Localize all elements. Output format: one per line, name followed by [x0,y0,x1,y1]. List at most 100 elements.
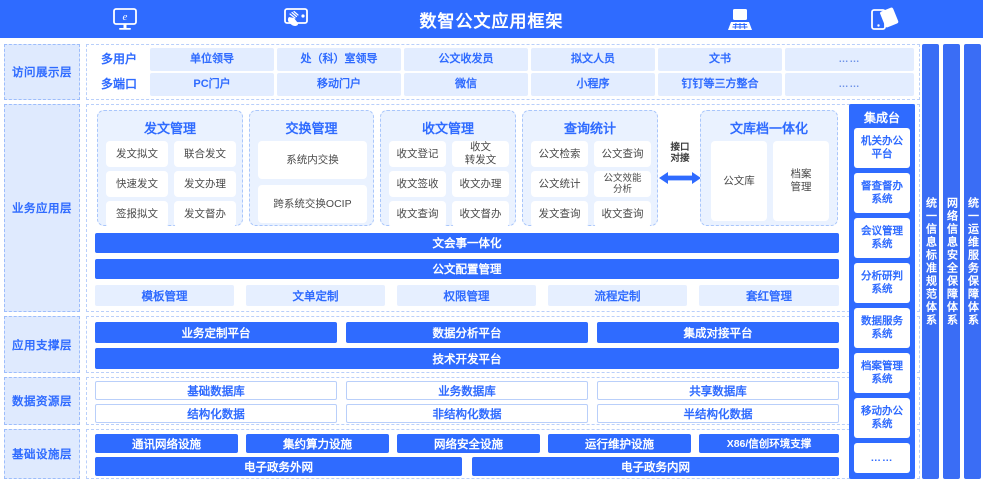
data-unstructured[interactable]: 非结构化数据 [346,404,588,423]
infra-network-security[interactable]: 网络安全设施 [397,434,540,453]
integration-item-mobile-office[interactable]: 移动办公 系统 [854,398,910,438]
integration-item-more[interactable]: …… [854,443,910,473]
side-bar-info-standard: 统一信息标准规范体系 [922,44,939,479]
access-item-dept-leader[interactable]: 处（科）室领导 [277,48,401,71]
group-title: 交换管理 [285,121,338,136]
chip-permission-mgmt[interactable]: 权限管理 [397,285,536,306]
tile-incoming-to-outgoing[interactable]: 收文 转发文 [452,141,509,167]
data-structured[interactable]: 结构化数据 [95,404,337,423]
integration-item-label: 督查督办 系统 [861,180,903,205]
layer-label-business: 业务应用层 [4,104,80,312]
tile-label: 收文 转发文 [464,141,497,166]
group-title: 收文管理 [421,121,474,136]
tile-doc-library[interactable]: 公文库 [711,141,767,221]
tile-incoming-signin[interactable]: 收文签收 [389,171,446,197]
integration-item-data-service[interactable]: 数据服务 系统 [854,308,910,348]
tile-label: 档案 管理 [790,168,812,193]
group-title: 查询统计 [563,121,616,136]
tile-intra-system-exchange[interactable]: 系统内交换 [258,141,367,179]
side-bar-network-security: 网络信息安全保障体系 [943,44,960,479]
chip-form-custom[interactable]: 文单定制 [246,285,385,306]
access-item-pc-portal[interactable]: PC门户 [150,73,274,96]
side-bar-ops-service: 统一运维服务保障体系 [964,44,981,479]
data-basic-db[interactable]: 基础数据库 [95,381,337,400]
infra-x86-xinchuang[interactable]: X86/信创环境支撑 [699,434,839,453]
integration-item-label: 会议管理 系统 [861,225,903,250]
access-item-mobile-portal[interactable]: 移动门户 [277,73,401,96]
integration-item-analysis[interactable]: 分析研判 系统 [854,263,910,303]
access-item-unit-leader[interactable]: 单位领导 [150,48,274,71]
touchscreen-hand-icon [271,3,321,35]
tile-joint-outgoing[interactable]: 联合发文 [174,141,236,167]
tile-incoming-query[interactable]: 收文查询 [389,201,446,227]
tile-doc-retrieval[interactable]: 公文检索 [531,141,588,167]
tile-draft-outgoing[interactable]: 发文拟文 [106,141,168,167]
access-item-wechat[interactable]: 微信 [404,73,528,96]
tile-incoming-register[interactable]: 收文登记 [389,141,446,167]
laptop-icon [715,3,765,35]
access-item-dingtalk[interactable]: 钉钉等三方整合 [658,73,782,96]
access-row-label-users: 多用户 [100,51,137,66]
tile-incoming-process[interactable]: 收文办理 [452,171,509,197]
tile-incoming-query-2[interactable]: 收文查询 [594,201,651,227]
infra-intranet[interactable]: 电子政务内网 [472,457,839,476]
tile-outgoing-process[interactable]: 发文办理 [174,171,236,197]
access-item-more-users[interactable]: …… [785,48,914,71]
integration-item-supervision[interactable]: 督查督办 系统 [854,173,910,213]
page-title: 数智公文应用框架 [419,11,564,31]
integration-item-meeting[interactable]: 会议管理 系统 [854,218,910,258]
access-item-secretary[interactable]: 文书 [658,48,782,71]
double-arrow-icon [657,168,703,193]
group-title: 文库档一体化 [729,121,808,136]
tile-doc-efficiency-analysis[interactable]: 公文效能 分析 [594,171,651,197]
tile-archive-mgmt[interactable]: 档案 管理 [773,141,829,221]
data-business-db[interactable]: 业务数据库 [346,381,588,400]
support-business-custom-platform[interactable]: 业务定制平台 [95,322,337,343]
group-incoming-doc: 收文管理 收文登记 收文 转发文 收文签收 收文办理 收文查询 收文督办 [380,110,516,227]
group-archive-integration: 文库档一体化 公文库 档案 管理 [700,110,838,226]
mobile-tablet-icon [858,3,908,35]
chip-template-mgmt[interactable]: 模板管理 [95,285,234,306]
interface-label: 接口 对接 [660,142,700,165]
support-data-analysis-platform[interactable]: 数据分析平台 [346,322,588,343]
integration-item-label: 移动办公 系统 [861,405,903,430]
integration-item-label: 数据服务 系统 [861,315,903,340]
integration-item-label: 分析研判 系统 [861,270,903,295]
bar-doc-config-mgmt[interactable]: 公文配置管理 [95,259,839,279]
tile-quick-outgoing[interactable]: 快速发文 [106,171,168,197]
tile-incoming-supervise[interactable]: 收文督办 [452,201,509,227]
chip-process-custom[interactable]: 流程定制 [548,285,687,306]
interface-label-text: 接口 对接 [670,142,690,164]
access-item-more-ports[interactable]: …… [785,73,914,96]
infra-compute[interactable]: 集约算力设施 [246,434,389,453]
support-integration-platform[interactable]: 集成对接平台 [597,322,839,343]
group-query-stats: 查询统计 公文检索 公文查询 公文统计 公文效能 分析 发文查询 收文查询 [522,110,658,227]
chip-red-header-mgmt[interactable]: 套红管理 [699,285,839,306]
access-item-miniprogram[interactable]: 小程序 [531,73,655,96]
layer-label-access: 访问展示层 [4,44,80,100]
access-item-doc-clerk[interactable]: 公文收发员 [404,48,528,71]
access-item-drafter[interactable]: 拟文人员 [531,48,655,71]
bar-wenhuishi-integration[interactable]: 文会事一体化 [95,233,839,253]
tile-cross-system-ocip[interactable]: 跨系统交换OCIP [258,185,367,223]
data-shared-db[interactable]: 共享数据库 [597,381,839,400]
support-tech-dev-platform[interactable]: 技术开发平台 [95,348,839,369]
tile-outgoing-supervise[interactable]: 发文督办 [174,201,236,227]
group-exchange-mgmt: 交换管理 系统内交换 跨系统交换OCIP [249,110,374,226]
group-outgoing-doc: 发文管理 发文拟文 联合发文 快速发文 发文办理 签报拟文 发文督办 [97,110,243,227]
tile-doc-query[interactable]: 公文查询 [594,141,651,167]
infra-comm-network[interactable]: 通讯网络设施 [95,434,238,453]
integration-item-archive[interactable]: 档案管理 系统 [854,353,910,393]
tile-label: 公文效能 分析 [603,172,642,195]
tile-doc-statistics[interactable]: 公文统计 [531,171,588,197]
infra-extranet[interactable]: 电子政务外网 [95,457,462,476]
infra-ops-maintenance[interactable]: 运行维护设施 [548,434,691,453]
integration-platform-column: 集成台 机关办公 平台 督查督办 系统 会议管理 系统 分析研判 系统 数据服务… [849,104,915,479]
integration-item-office-platform[interactable]: 机关办公 平台 [854,128,910,168]
tile-outgoing-query[interactable]: 发文查询 [531,201,588,227]
tile-report-draft[interactable]: 签报拟文 [106,201,168,227]
integration-platform-title: 集成台 [863,111,900,125]
layer-label-support: 应用支撑层 [4,316,80,373]
data-semistructured[interactable]: 半结构化数据 [597,404,839,423]
